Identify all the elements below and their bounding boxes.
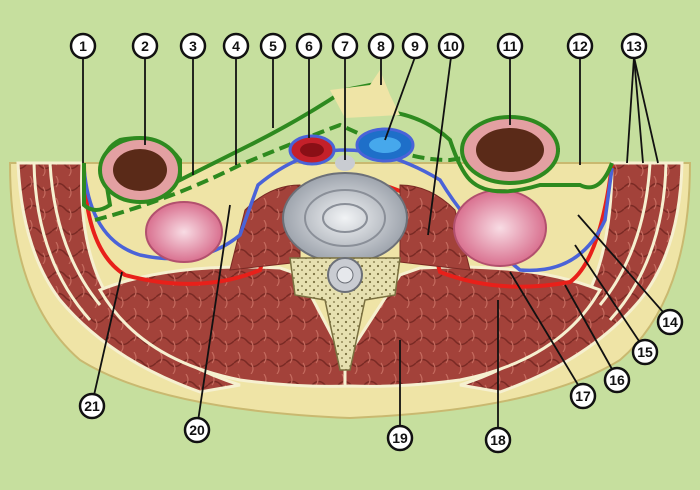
callout-number: 21 — [84, 398, 100, 414]
back-muscles — [97, 265, 603, 388]
callout-10: 10 — [437, 32, 465, 60]
callout-number: 14 — [662, 314, 678, 330]
callout-21: 21 — [78, 392, 106, 420]
anterior-fat — [330, 70, 400, 118]
fascial-plane-right — [598, 162, 652, 306]
callout-circle — [331, 32, 359, 60]
callout-circle — [131, 32, 159, 60]
disc-ring — [304, 189, 386, 247]
callout-circle — [437, 32, 465, 60]
callout-19: 19 — [386, 424, 414, 452]
abdominal-wall-muscles-left — [16, 161, 241, 394]
right-kidney — [453, 189, 547, 267]
callout-circle — [367, 32, 395, 60]
callout-circle — [386, 424, 414, 452]
fascial-plane-right — [608, 162, 668, 322]
callout-circle — [603, 366, 631, 394]
left-colon-content — [113, 149, 167, 191]
callout-circle — [656, 308, 684, 336]
callout-circle — [401, 32, 429, 60]
spinal-cord — [336, 266, 354, 284]
callout-number: 1 — [79, 38, 87, 54]
callout-number: 18 — [490, 432, 506, 448]
callout-12: 12 — [566, 32, 594, 60]
callout-number: 15 — [637, 344, 653, 360]
vertebral-body — [282, 172, 408, 264]
callout-5: 5 — [259, 32, 287, 60]
callout-number: 4 — [232, 38, 240, 54]
callout-circle — [183, 416, 211, 444]
callout-14: 14 — [656, 308, 684, 336]
callout-circle — [620, 32, 648, 60]
disc-ring — [322, 203, 368, 233]
callout-8: 8 — [367, 32, 395, 60]
callout-number: 16 — [609, 372, 625, 388]
callout-circle — [222, 32, 250, 60]
callout-circle — [295, 32, 323, 60]
fascial-plane-left — [32, 162, 92, 322]
callout-number: 12 — [572, 38, 588, 54]
callout-number: 13 — [626, 38, 642, 54]
callout-number: 8 — [377, 38, 385, 54]
vertebral-arch — [289, 257, 401, 371]
callout-15: 15 — [631, 338, 659, 366]
callout-number: 17 — [575, 388, 591, 404]
callout-3: 3 — [179, 32, 207, 60]
callout-4: 4 — [222, 32, 250, 60]
callout-13: 13 — [620, 32, 648, 60]
callout-circle — [179, 32, 207, 60]
callout-6: 6 — [295, 32, 323, 60]
callout-circle — [69, 32, 97, 60]
aorta-lumen — [300, 143, 324, 157]
right-colon-content — [476, 128, 544, 172]
callout-11: 11 — [496, 32, 524, 60]
callout-circle — [484, 426, 512, 454]
callout-9: 9 — [401, 32, 429, 60]
callout-circle — [496, 32, 524, 60]
callout-circle — [569, 382, 597, 410]
callout-number: 7 — [341, 38, 349, 54]
callout-number: 5 — [269, 38, 277, 54]
callout-circle — [566, 32, 594, 60]
left-kidney — [145, 201, 223, 263]
abdominal-wall-muscles-right — [459, 161, 684, 394]
callout-number: 2 — [141, 38, 149, 54]
callout-circle — [78, 392, 106, 420]
callout-7: 7 — [331, 32, 359, 60]
callout-circle — [259, 32, 287, 60]
callout-number: 10 — [443, 38, 459, 54]
callout-circle — [631, 338, 659, 366]
callout-16: 16 — [603, 366, 631, 394]
callout-number: 20 — [189, 422, 205, 438]
fascial-plane-left — [48, 162, 102, 306]
callout-number: 6 — [305, 38, 313, 54]
callout-number: 9 — [411, 38, 419, 54]
ivc-lumen — [369, 137, 401, 153]
callout-2: 2 — [131, 32, 159, 60]
callout-17: 17 — [569, 382, 597, 410]
callout-number: 11 — [503, 38, 518, 54]
callout-number: 19 — [392, 430, 408, 446]
peritoneum-dashed — [94, 122, 560, 222]
lymph-node — [335, 155, 355, 171]
callout-20: 20 — [183, 416, 211, 444]
callout-1: 1 — [69, 32, 97, 60]
callout-number: 3 — [189, 38, 197, 54]
callout-18: 18 — [484, 426, 512, 454]
leader-lines — [82, 56, 671, 438]
